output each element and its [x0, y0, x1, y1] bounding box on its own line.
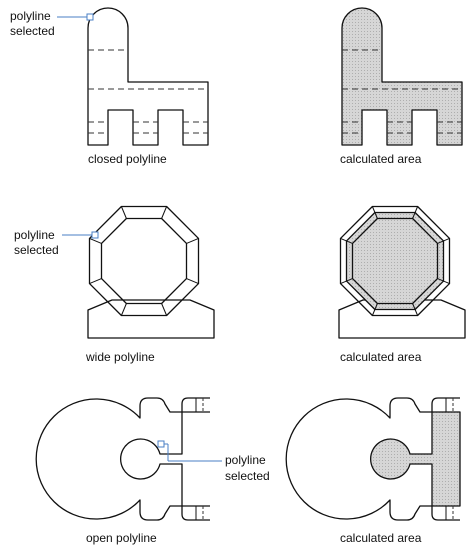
- closed-polyline-shape: [87, 7, 209, 146]
- wide-polyline-caption: wide polyline: [85, 350, 155, 364]
- closed-area-caption: calculated area: [340, 152, 422, 166]
- closed-polyline-caption: closed polyline: [88, 152, 167, 166]
- closed-selected-label: polyline: [10, 9, 51, 23]
- wide-area-shape: [338, 205, 466, 339]
- closed-area-shape: [341, 7, 463, 146]
- wide-selected-label: polyline: [14, 228, 55, 242]
- wide-area-caption: calculated area: [340, 350, 422, 364]
- wide-selection-marker: [62, 231, 99, 239]
- open-area-caption: calculated area: [340, 531, 422, 545]
- open-selection-marker: [157, 440, 222, 462]
- closed-selection-marker: [57, 13, 94, 21]
- open-area-shape: [285, 397, 461, 521]
- open-polyline-caption: open polyline: [86, 531, 157, 545]
- closed-selected-label-2: selected: [10, 24, 55, 38]
- wide-selected-label-2: selected: [14, 243, 59, 257]
- open-polyline-shape: [35, 397, 210, 521]
- open-selected-label: polyline: [225, 453, 266, 467]
- wide-polyline-shape: [87, 205, 215, 339]
- open-selected-label-2: selected: [225, 469, 270, 483]
